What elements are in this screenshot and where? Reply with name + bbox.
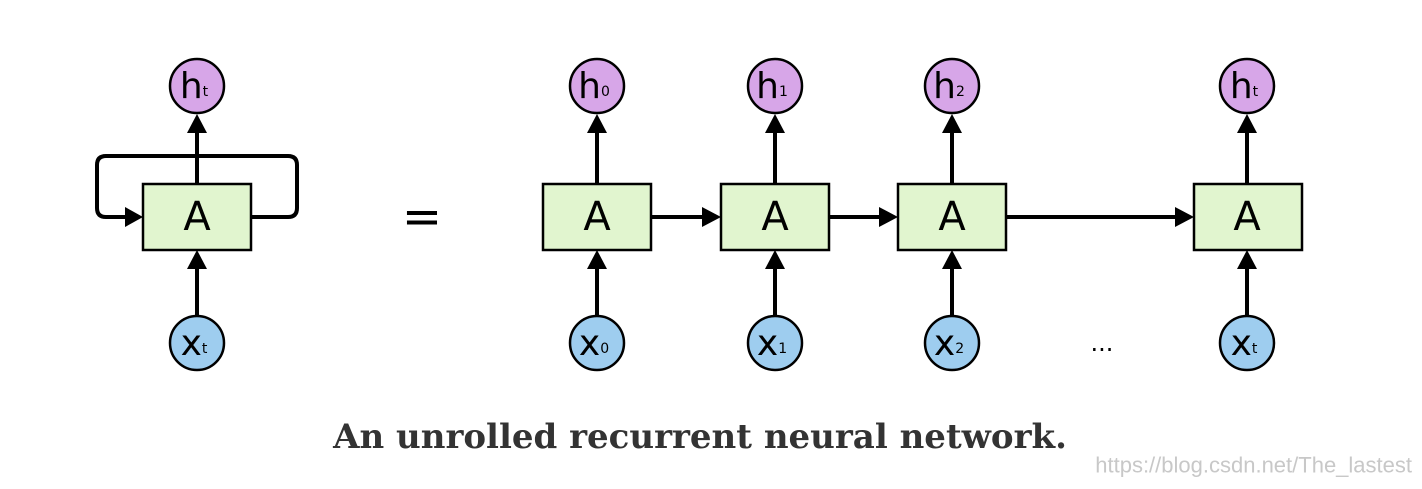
cell-box <box>896 182 1008 252</box>
input-node-sub: 1 <box>778 341 787 357</box>
output-node-main: h <box>756 66 779 107</box>
unrolled-step-0: A h0 x0 <box>541 57 653 372</box>
input-node: x1 <box>746 314 804 372</box>
output-node-main: h <box>578 66 601 107</box>
unrolled-step-2: A h2 x2 <box>896 57 1008 372</box>
cell-box <box>719 182 831 252</box>
output-node: h1 <box>746 57 804 115</box>
output-arrowhead <box>1237 114 1257 133</box>
folded-rnn: A ht xt <box>95 57 299 372</box>
svg-text:x1: x1 <box>757 323 787 364</box>
svg-text:xt: xt <box>181 323 208 364</box>
svg-text:h0: h0 <box>578 66 610 107</box>
svg-text:xt: xt <box>1231 323 1258 364</box>
output-arrowhead <box>765 114 785 133</box>
cell-label: A <box>583 194 611 240</box>
output-node-sub: 2 <box>956 84 965 100</box>
input-node-main: x <box>579 323 600 364</box>
output-arrowhead <box>942 114 962 133</box>
folded-output-node: ht <box>168 57 226 115</box>
folded-output-arrowhead <box>187 114 207 133</box>
output-node: h0 <box>568 57 626 115</box>
input-node-sub: t <box>1252 341 1258 357</box>
svg-text:h2: h2 <box>933 66 965 107</box>
output-node: ht <box>1218 57 1276 115</box>
output-node-sub: 1 <box>779 84 788 100</box>
folded-input-main: x <box>181 323 202 364</box>
input-arrowhead <box>1237 250 1257 269</box>
input-node-main: x <box>934 323 955 364</box>
input-node: xt <box>1218 314 1276 372</box>
cell-box <box>541 182 653 252</box>
input-arrowhead <box>765 250 785 269</box>
input-node-main: x <box>1231 323 1252 364</box>
input-arrowhead <box>942 250 962 269</box>
recurrent-arrowhead <box>879 207 898 227</box>
output-arrowhead <box>587 114 607 133</box>
recurrent-arrowhead <box>1175 207 1194 227</box>
svg-text:ht: ht <box>1230 66 1259 107</box>
unrolled-step-t: A ht xt <box>1192 57 1304 372</box>
output-node-main: h <box>933 66 956 107</box>
folded-cell-box <box>141 182 253 252</box>
folded-input-arrowhead <box>187 250 207 269</box>
unrolled-rnn: A h0 x0 A <box>541 57 1304 372</box>
cell-label: A <box>938 194 966 240</box>
folded-input-sub: t <box>202 341 208 357</box>
equals-sign: = <box>402 189 442 245</box>
unrolled-step-1: A h1 x1 <box>719 57 831 372</box>
svg-text:x2: x2 <box>934 323 964 364</box>
figure-caption: An unrolled recurrent neural network. <box>332 417 1067 457</box>
watermark: https://blog.csdn.net/The_lastest <box>1095 453 1412 478</box>
svg-text:x0: x0 <box>579 323 609 364</box>
input-node: x2 <box>923 314 981 372</box>
output-node-sub: t <box>1253 84 1259 100</box>
folded-output-main: h <box>180 66 203 107</box>
recurrent-arrowhead <box>702 207 721 227</box>
input-node: x0 <box>568 314 626 372</box>
folded-cell-label: A <box>183 194 211 240</box>
input-node-sub: 2 <box>955 341 964 357</box>
svg-text:h1: h1 <box>756 66 788 107</box>
cell-label: A <box>1233 194 1261 240</box>
ellipsis: ... <box>1091 329 1114 357</box>
cell-box <box>1192 182 1304 252</box>
recurrent-loop-arrowhead <box>125 207 143 227</box>
output-node-main: h <box>1230 66 1253 107</box>
svg-text:ht: ht <box>180 66 209 107</box>
input-node-main: x <box>757 323 778 364</box>
folded-output-sub: t <box>203 84 209 100</box>
input-node-sub: 0 <box>600 341 609 357</box>
folded-input-node: xt <box>168 314 226 372</box>
output-node: h2 <box>923 57 981 115</box>
input-arrowhead <box>587 250 607 269</box>
cell-label: A <box>761 194 789 240</box>
output-node-sub: 0 <box>601 84 610 100</box>
